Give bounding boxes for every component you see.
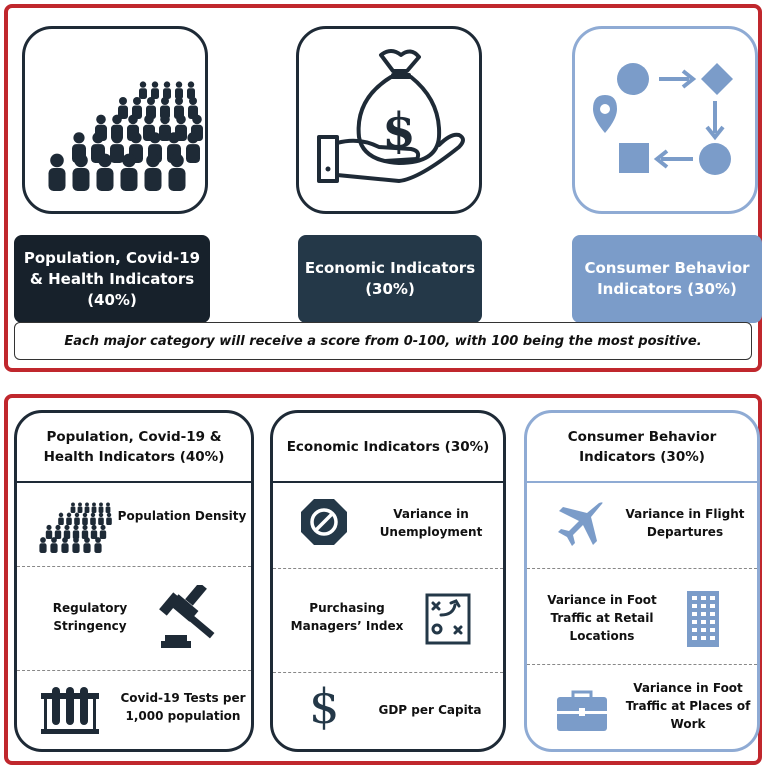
- strategy-board-icon: [425, 593, 471, 645]
- indicator-label: GDP per Capita: [378, 703, 482, 717]
- list-item: Variance in Unemployment: [273, 483, 503, 569]
- indicator-label: Regulatory Stringency: [52, 601, 128, 633]
- category-label-economic: Economic Indicators (30%): [298, 235, 482, 323]
- prohibited-octagon-icon: [301, 499, 347, 545]
- dollar-sign-icon: $: [309, 679, 340, 735]
- crowd-icon: [39, 502, 112, 553]
- population-icon-box: [22, 26, 208, 214]
- indicator-label: Variance in Unemployment: [379, 507, 483, 539]
- column-title: Population, Covid-19 & Health Indicators…: [17, 413, 251, 483]
- crowd-icon: [48, 81, 203, 191]
- indicator-label: Variance in Flight Departures: [625, 507, 745, 539]
- airplane-icon: [558, 502, 603, 546]
- list-item: Purchasing Managers’ Index: [273, 569, 503, 673]
- flow-shapes-icon: [593, 63, 733, 175]
- consumer-indicators-column: Consumer Behavior Indicators (30%) Varia…: [524, 410, 760, 752]
- list-item: Population Density: [17, 483, 251, 567]
- money-bag-hand-icon: $: [317, 49, 465, 183]
- economic-icon-box: $: [296, 26, 482, 214]
- categories-panel: $ Population, Covid-19 & Health Indicato…: [4, 4, 762, 372]
- svg-text:$: $: [382, 103, 415, 159]
- category-label-population: Population, Covid-19 & Health Indicators…: [14, 235, 210, 323]
- list-item: Variance in Foot Traffic at Places of Wo…: [527, 665, 757, 749]
- category-label-consumer: Consumer Behavior Indicators (30%): [572, 235, 762, 323]
- list-item: Variance in Foot Traffic at Retail Locat…: [527, 569, 757, 665]
- test-tubes-icon: [41, 687, 99, 734]
- indicator-label: Variance in Foot Traffic at Retail Locat…: [547, 593, 657, 643]
- indicator-label: Variance in Foot Traffic at Places of Wo…: [625, 681, 751, 731]
- briefcase-icon: [557, 690, 607, 731]
- scoring-note: Each major category will receive a score…: [14, 322, 752, 360]
- indicator-label: Purchasing Managers’ Index: [290, 601, 404, 633]
- population-indicators-column: Population, Covid-19 & Health Indicators…: [14, 410, 254, 752]
- indicator-label: Covid-19 Tests per 1,000 population: [120, 691, 246, 723]
- list-item: $ GDP per Capita: [273, 673, 503, 749]
- list-item: Variance in Flight Departures: [527, 483, 757, 569]
- column-title: Economic Indicators (30%): [273, 413, 503, 483]
- indicators-panel: Population, Covid-19 & Health Indicators…: [4, 394, 762, 765]
- building-icon: [687, 591, 719, 647]
- indicator-label: Population Density: [117, 509, 247, 523]
- consumer-icon-box: [572, 26, 758, 214]
- list-item: Regulatory Stringency: [17, 567, 251, 671]
- economic-indicators-column: Economic Indicators (30%) Variance in Un…: [270, 410, 506, 752]
- column-title: Consumer Behavior Indicators (30%): [527, 413, 757, 483]
- gavel-icon: [159, 585, 215, 648]
- list-item: Covid-19 Tests per 1,000 population: [17, 671, 251, 749]
